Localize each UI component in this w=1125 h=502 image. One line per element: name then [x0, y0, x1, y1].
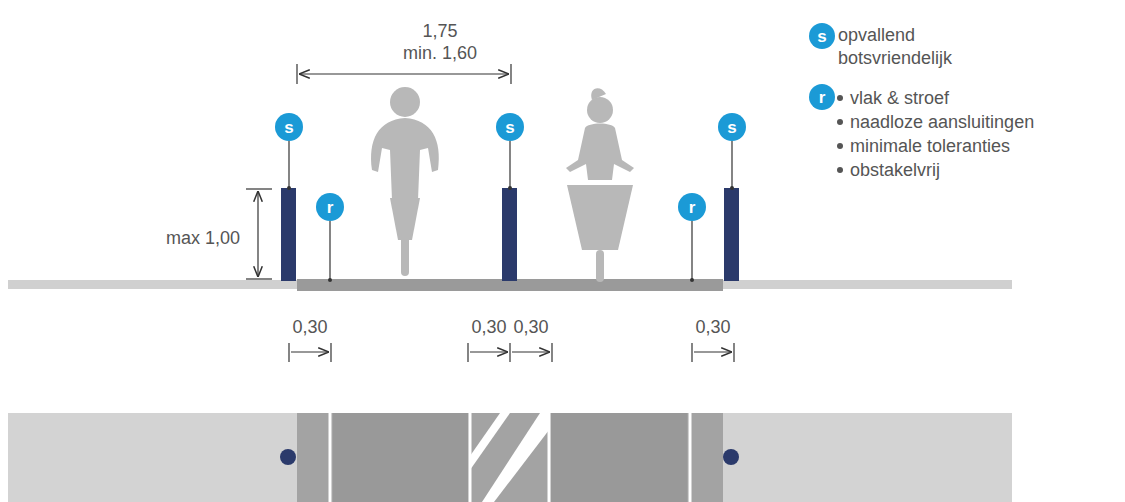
- callout-circle: r: [809, 84, 835, 110]
- callout-circle: s: [496, 113, 524, 141]
- legend-text: minimale toleranties: [850, 135, 1010, 158]
- callout-letter: s: [817, 28, 826, 45]
- plan-view: [8, 413, 1012, 502]
- callout-circle: s: [718, 113, 746, 141]
- legend-text: vlak & stroef: [850, 87, 949, 110]
- callout-letter: s: [505, 119, 514, 136]
- dimension-label: max 1,00: [166, 227, 240, 249]
- dimension-label: 0,30: [471, 316, 506, 338]
- callout-letter: s: [284, 119, 293, 136]
- cyclist-man: [371, 87, 439, 276]
- dimension-label: 1,75: [422, 20, 457, 42]
- cyclist-woman: [566, 88, 634, 282]
- callout-circle: r: [316, 193, 344, 221]
- dimension-label: min. 1,60: [403, 42, 477, 64]
- callout-letter: r: [689, 199, 696, 216]
- callout-letter: s: [727, 119, 736, 136]
- dimension-line: [246, 64, 734, 362]
- legend-bullet: [837, 95, 843, 173]
- dimension-label: 0,30: [513, 316, 548, 338]
- dimension-label: 0,30: [695, 316, 730, 338]
- callout-letter: r: [819, 89, 826, 106]
- leader-line: [287, 141, 734, 282]
- legend-text: obstakelvrij: [850, 159, 940, 182]
- callout-circle: r: [678, 193, 706, 221]
- dimension-label: 0,30: [292, 316, 327, 338]
- legend-text: opvallend botsvriendelijk: [838, 24, 998, 70]
- callout-letter: r: [327, 199, 334, 216]
- bollard: [281, 188, 739, 281]
- legend-text: naadloze aansluitingen: [850, 111, 1034, 134]
- callout-circle: s: [809, 23, 835, 49]
- callout-circle: s: [275, 113, 303, 141]
